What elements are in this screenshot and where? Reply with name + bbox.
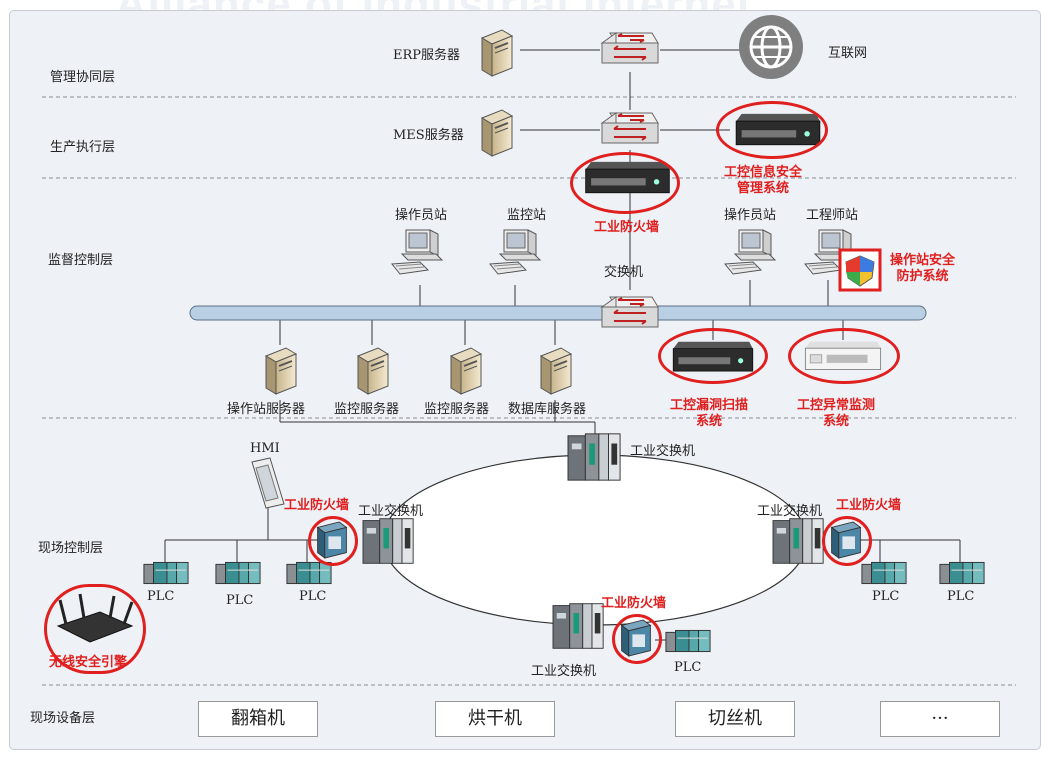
plc-label: PLC xyxy=(674,660,702,675)
mes-server-icon xyxy=(481,109,513,157)
field-device-box: 切丝机 xyxy=(675,701,795,737)
server-label: 监控服务器 xyxy=(424,402,490,417)
security-label: 工业防火墙 xyxy=(594,220,660,235)
security-label: 操作站安全防护系统 xyxy=(890,253,956,284)
plc-icon xyxy=(861,561,907,585)
monitor-station-label: 监控站 xyxy=(507,208,547,223)
router-icon xyxy=(600,111,660,145)
highlight-ring xyxy=(570,152,680,214)
industrial-switch-icon xyxy=(772,518,824,564)
server-icon xyxy=(356,346,390,396)
hmi-label: HMI xyxy=(250,441,280,456)
plc-label: PLC xyxy=(147,589,175,604)
industrial-switch-label: 工业交换机 xyxy=(757,504,823,519)
highlight-ring xyxy=(44,584,146,674)
highlight-ring xyxy=(788,328,900,384)
security-label: 工控信息安全管理系统 xyxy=(724,165,803,196)
security-label: 工控漏洞扫描系统 xyxy=(670,398,749,429)
industrial-switch-icon xyxy=(552,603,604,649)
field-device-box: 翻箱机 xyxy=(198,701,318,737)
security-label: 工业防火墙 xyxy=(601,596,667,611)
security-label: 无线安全引擎 xyxy=(49,655,128,670)
layer-field-control: 现场控制层 xyxy=(38,541,104,556)
erp-server-label: ERP服务器 xyxy=(393,48,461,63)
plc-icon xyxy=(286,561,332,585)
field-device-box: 烘干机 xyxy=(435,701,555,737)
server-icon xyxy=(539,346,573,396)
security-label: 工业防火墙 xyxy=(284,498,350,513)
industrial-switch-label: 工业交换机 xyxy=(358,504,424,519)
engineer-station-label: 工程师站 xyxy=(806,208,859,223)
plc-label: PLC xyxy=(947,589,975,604)
layer-field-device: 现场设备层 xyxy=(30,711,96,726)
server-icon xyxy=(449,346,483,396)
pc-icon xyxy=(489,229,541,275)
highlight-ring xyxy=(308,516,358,566)
layer-management: 管理协同层 xyxy=(50,70,116,85)
highlight-ring xyxy=(658,328,768,384)
industrial-switch-label: 工业交换机 xyxy=(630,444,696,459)
layer-production: 生产执行层 xyxy=(50,140,116,155)
switch-label: 交换机 xyxy=(604,265,644,280)
operator-station-label: 操作员站 xyxy=(395,208,448,223)
plc-label: PLC xyxy=(226,593,254,608)
plc-icon xyxy=(215,561,261,585)
industrial-switch-icon xyxy=(362,518,414,564)
server-label: 监控服务器 xyxy=(334,402,400,417)
mes-server-label: MES服务器 xyxy=(393,128,464,143)
globe-icon xyxy=(739,15,803,79)
industrial-switch-icon xyxy=(567,433,621,481)
highlight-ring xyxy=(612,614,662,664)
security-label: 工业防火墙 xyxy=(836,498,902,513)
server-label: 操作站服务器 xyxy=(227,402,306,417)
shield-icon xyxy=(838,248,882,292)
pc-icon xyxy=(724,229,776,275)
erp-server-icon xyxy=(481,29,513,77)
layer-supervisory: 监督控制层 xyxy=(48,253,114,268)
router-icon xyxy=(600,31,660,65)
plc-icon xyxy=(665,629,711,653)
field-device-box: ··· xyxy=(880,701,1000,737)
hmi-icon xyxy=(251,457,285,509)
highlight-ring xyxy=(716,101,828,159)
plc-label: PLC xyxy=(872,589,900,604)
router-icon xyxy=(600,295,660,329)
server-icon xyxy=(264,346,298,396)
server-label: 数据库服务器 xyxy=(508,402,587,417)
industrial-switch-label: 工业交换机 xyxy=(531,664,597,679)
operator-station-label: 操作员站 xyxy=(724,208,777,223)
highlight-ring xyxy=(822,516,872,566)
plc-label: PLC xyxy=(299,589,327,604)
pc-icon xyxy=(391,229,443,275)
plc-icon xyxy=(143,561,189,585)
plc-icon xyxy=(939,561,985,585)
security-label: 工控异常监测系统 xyxy=(797,398,876,429)
internet-label: 互联网 xyxy=(828,46,868,61)
